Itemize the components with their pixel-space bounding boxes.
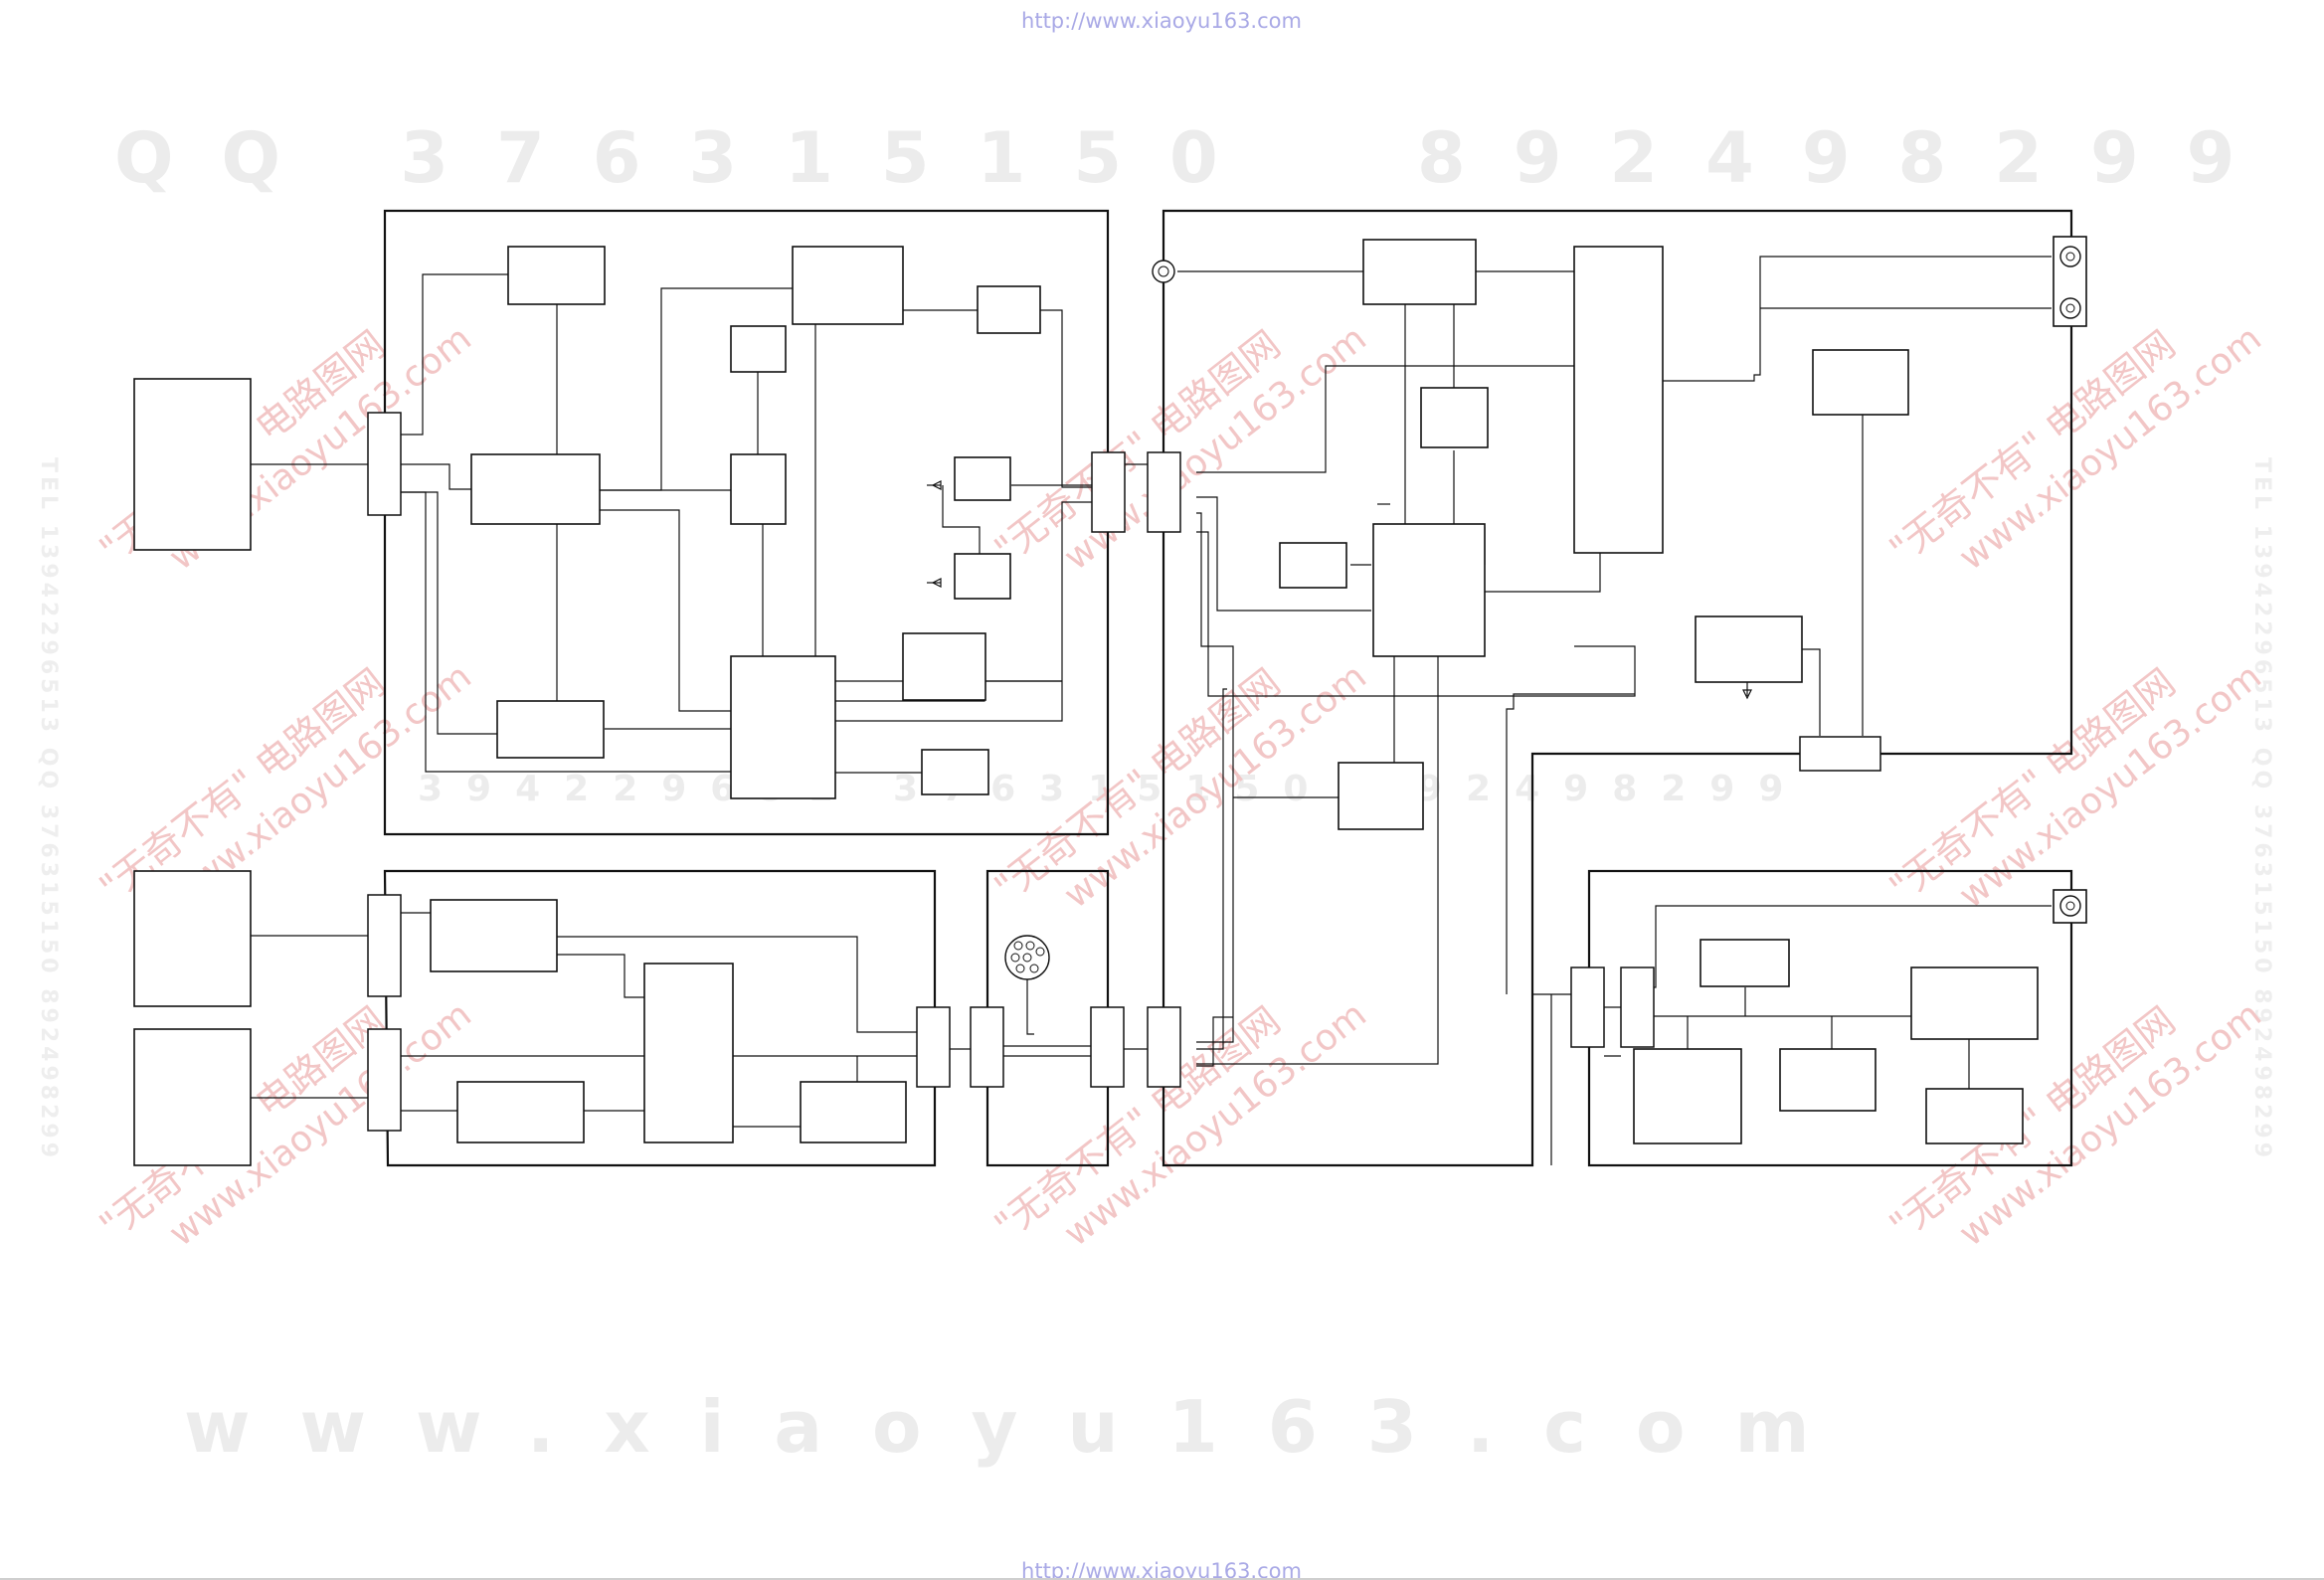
watermark-site-large: www.xiaoyu163.com [184, 1385, 1859, 1469]
panel-right-main [1147, 209, 2087, 1167]
watermark-mid-line: 394229651 376315150 892498299 [418, 769, 1807, 809]
panel-right-bottom [1550, 869, 2087, 1167]
output-jack-pair-icon [2053, 236, 2087, 327]
watermark-side-right: TEL 13942296513 QQ 376315150 892498299 [2249, 457, 2274, 1161]
url-top: http://www.xiaoyu163.com [1021, 9, 1302, 33]
external-block-bottom [133, 1028, 252, 1166]
panel-left-bottom [251, 869, 951, 1167]
external-block-top [133, 378, 252, 551]
watermark-layer: QQ 376315150 892498299 www.xiaoyu163.com… [36, 117, 2282, 1469]
url-bottom: http://www.xiaoyu163.com [1021, 1559, 1302, 1580]
watermark-qq-left: QQ 376315150 [114, 117, 1266, 199]
external-block-mid [133, 870, 252, 1007]
watermark-side-left: TEL 13942296513 QQ 376315150 892498299 [36, 457, 61, 1161]
panel-left-top [251, 209, 1126, 836]
watermark-qq-right: 892498299 [1417, 117, 2282, 199]
din-connector-icon [1004, 935, 1050, 980]
output-jack-icon [2053, 889, 2087, 924]
rf-jack-icon [1152, 260, 1175, 283]
panel-center-connector [970, 869, 1125, 1167]
